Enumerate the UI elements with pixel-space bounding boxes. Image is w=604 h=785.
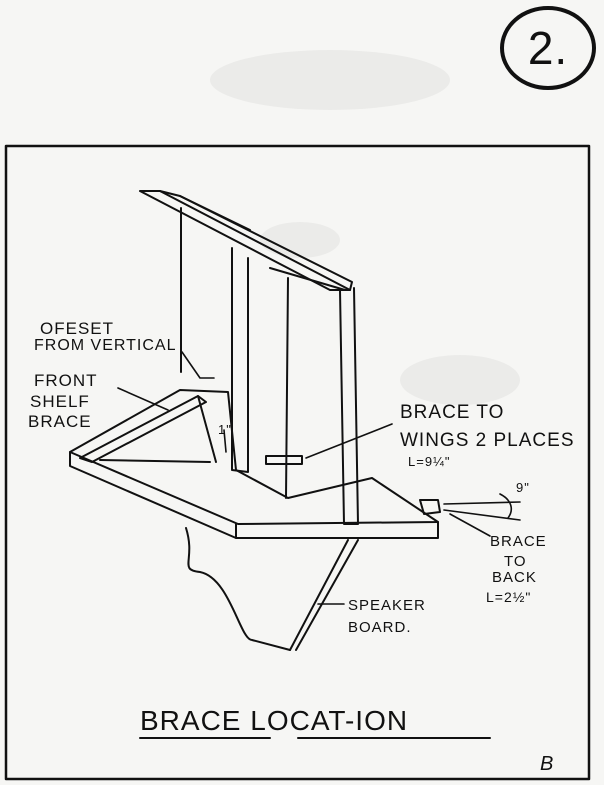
shelf-top <box>69 389 439 525</box>
front-label-3: BRACE <box>28 412 92 431</box>
offset-label-1: OFESET <box>40 319 114 338</box>
back-length: L=2½" <box>486 589 531 605</box>
title-text: BRACE LOCAT-ION <box>140 705 408 736</box>
front-label-1: FRONT <box>34 371 98 390</box>
page-number-badge: 2. <box>500 6 596 90</box>
right-panel-back <box>285 277 289 499</box>
back-label-2: TO <box>504 553 527 570</box>
cabinet-sketch <box>69 190 441 651</box>
speaker-board-curve <box>185 527 291 651</box>
front-brace-leader <box>117 387 169 411</box>
angle-label: 9" <box>516 480 530 495</box>
page-number: 2. <box>528 22 568 74</box>
front-label-2: SHELF <box>30 392 90 411</box>
left-panel-front <box>231 247 249 473</box>
angle-arc <box>499 493 513 519</box>
front-shelf-brace <box>79 395 207 463</box>
drawing-title: BRACE LOCAT-ION <box>139 705 491 739</box>
wings-length: L=9¼" <box>408 454 451 469</box>
drawing-frame <box>4 144 591 781</box>
page-number-circle <box>500 6 596 90</box>
top-rail-edge <box>159 190 353 291</box>
back-label-3: BACK <box>492 569 537 586</box>
back-brace-leader <box>449 513 491 537</box>
back-label-1: BRACE <box>490 533 547 550</box>
right-panel-front <box>339 287 359 525</box>
inch-leader <box>223 429 227 453</box>
annotations: OFESET FROM VERTICAL FRONT SHELF BRACE 1… <box>28 319 575 636</box>
brace-diagonal <box>197 395 217 463</box>
leader-lines <box>117 351 521 605</box>
speaker-board-edge <box>289 539 359 651</box>
inch-label: 1" <box>218 422 232 437</box>
wings-leader <box>305 423 393 459</box>
shelf-brace-line <box>99 459 211 463</box>
speaker-label-1: SPEAKER <box>348 597 426 614</box>
shelf-edge <box>69 451 439 539</box>
wings-label-2: WINGS 2 PLACES <box>400 430 575 451</box>
signature: B <box>540 753 554 775</box>
angle-line-1 <box>443 501 521 505</box>
wings-label-1: BRACE TO <box>400 402 504 423</box>
top-rail-inner <box>179 195 346 291</box>
paper-smudges <box>210 50 520 405</box>
speaker-label-2: BOARD. <box>348 619 412 636</box>
offset-leader <box>181 351 215 379</box>
back-brace-dowel <box>419 499 441 515</box>
wing-brace-block <box>265 455 303 465</box>
offset-label-2: FROM VERTICAL <box>34 337 177 354</box>
